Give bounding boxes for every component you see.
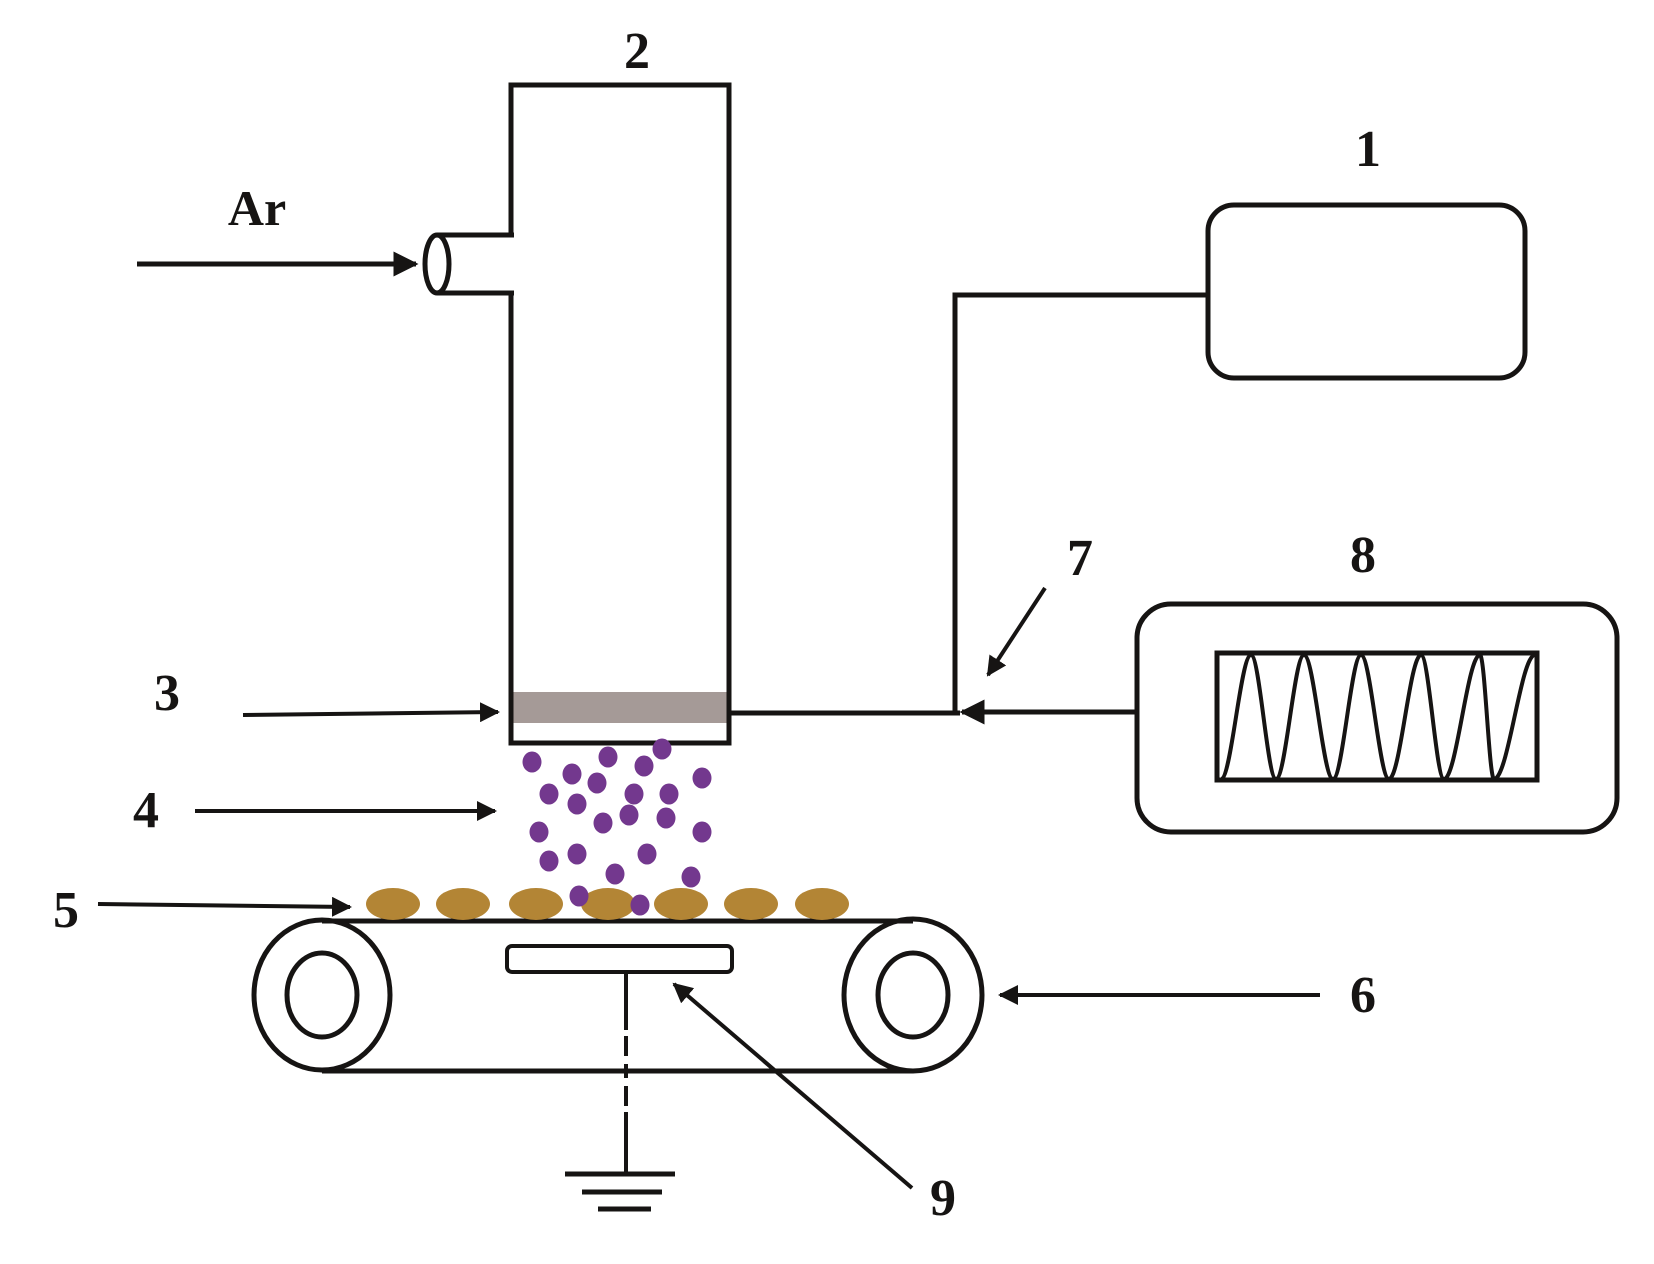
sample — [581, 888, 635, 920]
conveyor-belt — [322, 918, 913, 1074]
sample — [509, 888, 563, 920]
arrow-5 — [97, 896, 352, 917]
plasma-particle — [569, 885, 589, 907]
arrow-9 — [672, 982, 914, 1190]
plasma-particle — [529, 821, 549, 843]
label-2: 2 — [624, 23, 650, 80]
wiring — [729, 292, 1208, 725]
plasma-particle — [619, 804, 639, 826]
coil-window — [1214, 650, 1540, 783]
samples — [366, 888, 849, 920]
roller-right — [841, 916, 985, 1074]
plasma-particle — [539, 850, 559, 872]
plasma-particles — [522, 738, 712, 916]
sample — [366, 888, 420, 920]
coil-icon — [1219, 652, 1537, 782]
arrow-3 — [242, 702, 500, 723]
sample — [724, 888, 778, 920]
ground-plate — [505, 944, 734, 974]
plasma-particle — [637, 843, 657, 865]
plasma-particle — [567, 843, 587, 865]
sample — [436, 888, 490, 920]
plasma-particle — [567, 793, 587, 815]
plasma-particle — [656, 807, 676, 829]
plasma-particle — [605, 863, 625, 885]
ar-label: Ar — [228, 180, 286, 236]
plasma-particle — [598, 746, 618, 768]
label-6: 6 — [1350, 967, 1376, 1024]
plasma-particle — [593, 812, 613, 834]
sample — [795, 888, 849, 920]
high-voltage-electrode — [511, 692, 729, 723]
plasma-particle — [692, 821, 712, 843]
sample — [654, 888, 708, 920]
label-8: 8 — [1350, 527, 1376, 584]
label-9: 9 — [930, 1170, 956, 1227]
power-supply-box — [1205, 202, 1528, 381]
plasma-particle — [539, 783, 559, 805]
plasma-particle — [562, 763, 582, 785]
plasma-particle — [634, 755, 654, 777]
label-5: 5 — [53, 882, 79, 939]
roller-left — [251, 917, 393, 1073]
label-1: 1 — [1355, 121, 1381, 178]
plasma-particle — [652, 738, 672, 760]
label-7: 7 — [1067, 530, 1093, 587]
plasma-particle — [659, 783, 679, 805]
plasma-particle — [681, 866, 701, 888]
label-4: 4 — [133, 782, 159, 839]
plasma-particle — [624, 783, 644, 805]
plasma-particle — [692, 767, 712, 789]
plasma-particle — [587, 772, 607, 794]
plasma-particle — [630, 894, 650, 916]
arrow-7 — [986, 586, 1047, 677]
ground-icon — [565, 973, 675, 1212]
gas-inlet-pipe — [422, 232, 514, 296]
plasma-tube — [508, 82, 732, 746]
label-3: 3 — [154, 665, 180, 722]
coil-box — [1134, 601, 1620, 835]
plasma-particle — [522, 751, 542, 773]
